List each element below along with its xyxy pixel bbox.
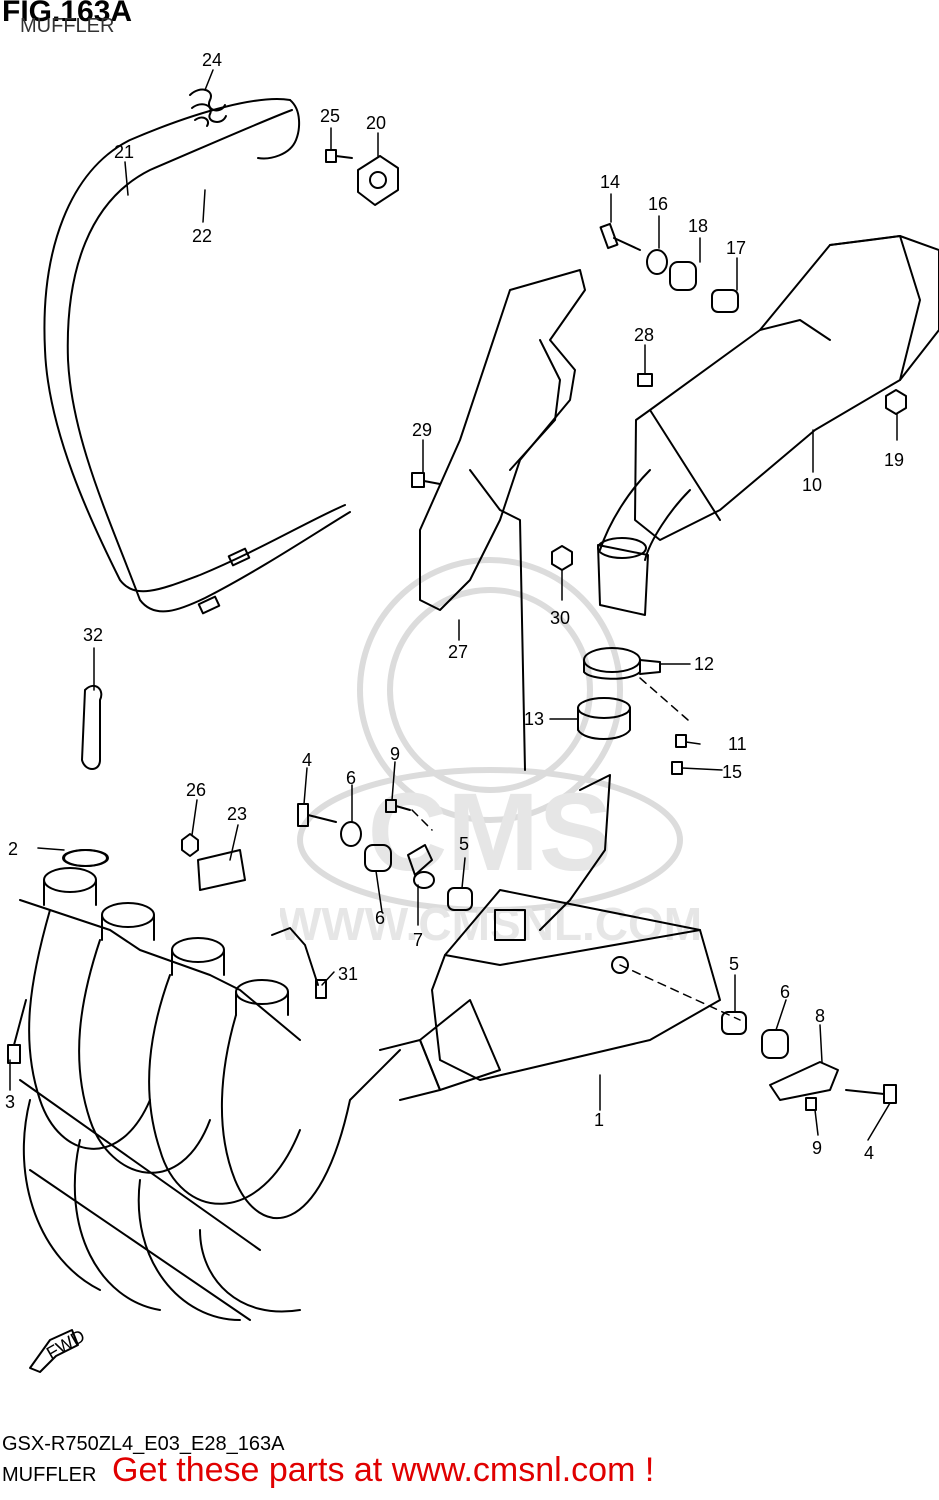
callout-31: 31 (338, 964, 358, 984)
callout-23: 23 (227, 804, 247, 824)
exhaust-header-pipes (19, 849, 401, 1321)
fwd-arrow-icon (29, 1329, 79, 1373)
callout-2: 2 (8, 839, 18, 859)
callout-9a: 9 (390, 744, 400, 764)
mount-hardware-14-16-18-17 (599, 222, 739, 313)
callout-26: 26 (186, 780, 206, 800)
model-code: GSX-R750ZL4_E03_E28_163A (2, 1433, 285, 1455)
callout-6a: 6 (346, 768, 356, 788)
figure-title: FIG.163A (2, 0, 133, 28)
callout-21: 21 (114, 142, 134, 162)
figure-subtitle: MUFFLER (20, 15, 115, 37)
callout-labels: 1 2 3 4 4 5 5 6 6 6 7 8 9 9 10 11 12 13 … (5, 50, 904, 1163)
callout-28: 28 (634, 325, 654, 345)
fwd-label: FWD (43, 1326, 88, 1364)
callout-27: 27 (448, 642, 468, 662)
bolt-29 (411, 472, 441, 488)
callout-15: 15 (722, 762, 742, 782)
cable-assembly-21-22 (43, 98, 351, 615)
callout-19: 19 (884, 450, 904, 470)
cmsnl-link[interactable]: Get these parts at www.cmsnl.com ! (112, 1451, 655, 1489)
callout-20: 20 (366, 113, 386, 133)
callout-6b: 6 (375, 908, 385, 928)
callout-16: 16 (648, 194, 668, 214)
callout-1: 1 (594, 1110, 604, 1130)
callout-6c: 6 (780, 982, 790, 1002)
leader-lines (9, 69, 898, 1141)
callout-3: 3 (5, 1092, 15, 1112)
mount-hardware-right (721, 1011, 897, 1111)
callout-5b: 5 (729, 954, 739, 974)
callout-13: 13 (524, 709, 544, 729)
bracket-23 (197, 849, 246, 891)
callout-10: 10 (802, 475, 822, 495)
callout-12: 12 (694, 654, 714, 674)
exhaust-valve-actuator-20 (357, 155, 399, 206)
callout-8: 8 (815, 1006, 825, 1026)
callout-24: 24 (202, 50, 222, 70)
callout-18: 18 (688, 216, 708, 236)
nut-26 (181, 833, 199, 857)
callout-5a: 5 (459, 834, 469, 854)
nut-30 (551, 545, 573, 571)
gasket-2 (63, 849, 109, 867)
muffler-10 (597, 235, 939, 616)
section-name: MUFFLER (2, 1464, 97, 1486)
bolt-25 (325, 149, 353, 163)
callout-32: 32 (83, 625, 103, 645)
clamp-12 (583, 647, 661, 680)
callout-9b: 9 (812, 1138, 822, 1158)
nut-19 (885, 389, 907, 415)
callout-22: 22 (192, 226, 212, 246)
mount-hardware-left (297, 799, 473, 911)
callout-7: 7 (413, 930, 423, 950)
heat-shield-27 (419, 269, 586, 771)
callout-4b: 4 (864, 1143, 874, 1163)
callout-17: 17 (726, 238, 746, 258)
bracket-32 (81, 684, 103, 770)
callout-30: 30 (550, 608, 570, 628)
callout-14: 14 (600, 172, 620, 192)
bolt-3 (7, 999, 27, 1064)
alignment-dashes (411, 677, 741, 1021)
callout-25: 25 (320, 106, 340, 126)
silencer-body-1 (379, 774, 721, 1101)
gasket-13 (577, 697, 631, 740)
callout-29: 29 (412, 420, 432, 440)
callout-11: 11 (728, 734, 747, 754)
damper-28 (637, 373, 653, 387)
o2-sensor-31 (271, 927, 327, 999)
clip-24 (189, 88, 227, 127)
callout-4a: 4 (302, 750, 312, 770)
